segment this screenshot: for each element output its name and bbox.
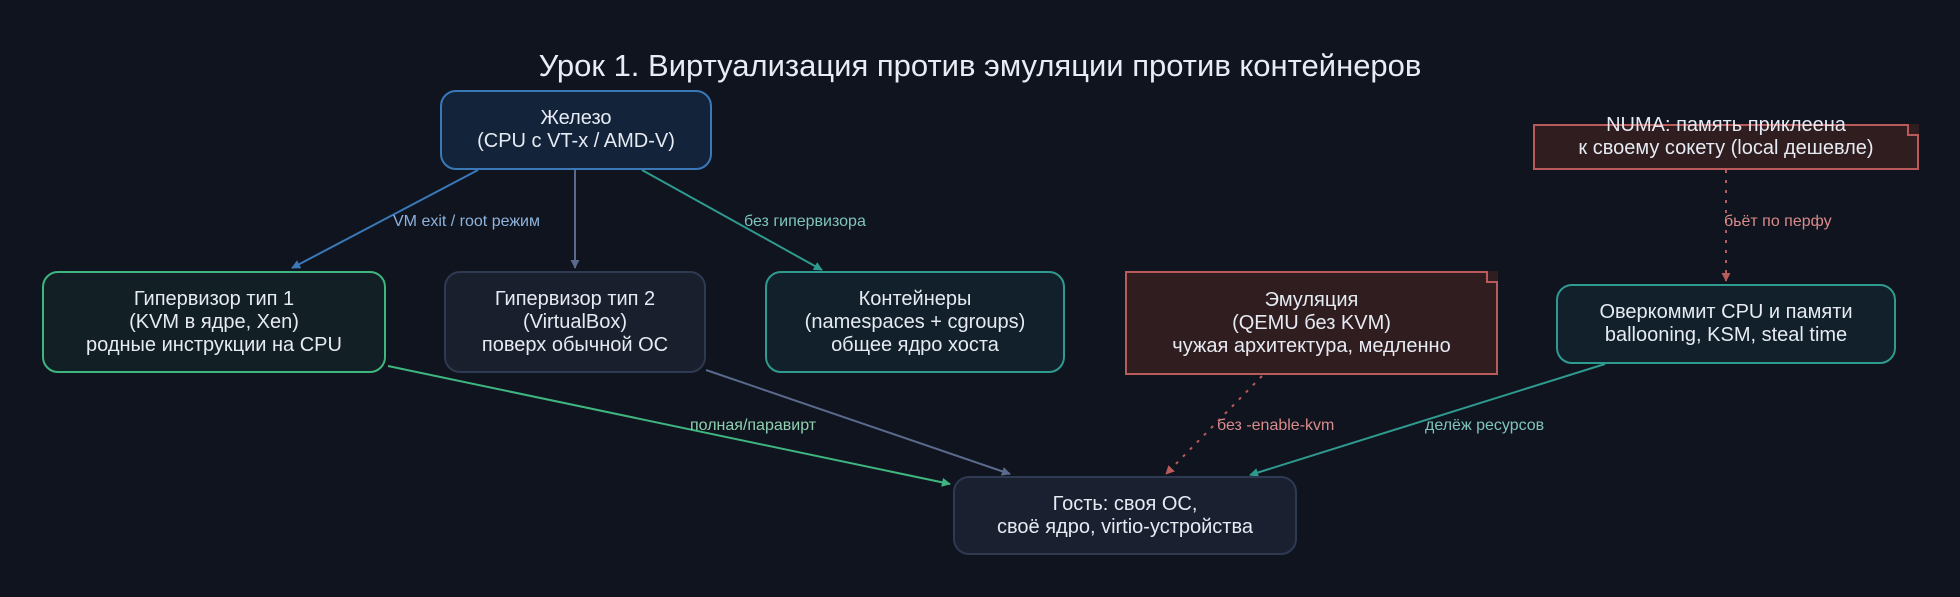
edge-label-no-kvm: без -enable-kvm: [1217, 417, 1335, 434]
node-overcommit: Оверкоммит CPU и памяти ballooning, KSM,…: [1556, 284, 1896, 364]
edge-label-vm-exit: VM exit / root режим: [393, 213, 540, 230]
diagram-title: Урок 1. Виртуализация против эмуляции пр…: [538, 48, 1422, 83]
note-numa-line: к своему сокету (local дешевле): [1578, 137, 1874, 159]
node-overcommit-line: Оверкоммит CPU и памяти: [1599, 301, 1853, 323]
note-emulation-line: чужая архитектура, медленно: [1172, 334, 1451, 357]
node-hypervisor-type1-line: (KVM в ядре, Xen): [129, 310, 299, 333]
note-emulation-line: Эмуляция: [1264, 288, 1359, 311]
node-guest: Гость: своя ОС, своё ядро, virtio-устрой…: [953, 476, 1297, 555]
node-hypervisor-type1-line: родные инструкции на CPU: [86, 333, 342, 356]
node-hardware-line: Железо: [540, 107, 612, 129]
edge-emulation-to-guest: [1165, 375, 1263, 475]
node-hardware-line: (CPU с VT-x / AMD-V): [477, 130, 675, 152]
node-hypervisor-type2-line: Гипервизор тип 2: [494, 287, 656, 310]
node-hypervisor-type1-line: Гипервизор тип 1: [133, 287, 295, 310]
edge-overcommit-to-guest: [1249, 363, 1606, 477]
node-containers-line: (namespaces + cgroups): [804, 310, 1026, 333]
node-hypervisor-type2-line: (VirtualBox): [522, 310, 628, 333]
edge-label-perf-hit: бьёт по перфу: [1724, 213, 1832, 230]
node-containers-line: Контейнеры: [858, 287, 972, 310]
note-emulation: Эмуляция (QEMU без KVM) чужая архитектур…: [1125, 271, 1498, 375]
edge-hyp1-to-guest: [387, 365, 951, 487]
edge-label-no-hypervisor: без гипервизора: [744, 213, 866, 230]
node-guest-line: Гость: своя ОС,: [1052, 492, 1198, 515]
node-hardware: Железо (CPU с VT-x / AMD-V): [440, 90, 712, 170]
node-containers: Контейнеры (namespaces + cgroups) общее …: [765, 271, 1065, 373]
node-overcommit-line: ballooning, KSM, steal time: [1604, 324, 1848, 346]
edge-label-resource-split: делёж ресурсов: [1425, 417, 1545, 434]
node-guest-line: своё ядро, virtio-устройства: [997, 515, 1253, 538]
node-containers-line: общее ядро хоста: [831, 333, 999, 356]
note-numa-text: NUMA: память приклеена к своему сокету (…: [1533, 104, 1919, 170]
edge-hardware-to-containers: [641, 169, 823, 271]
note-numa-line: NUMA: память приклеена: [1606, 114, 1846, 136]
edge-hyp2-to-guest: [705, 369, 1011, 476]
note-emulation-line: (QEMU без KVM): [1232, 311, 1391, 334]
node-hypervisor-type1: Гипервизор тип 1 (KVM в ядре, Xen) родны…: [42, 271, 386, 373]
note-numa: [1533, 124, 1919, 170]
edge-label-full-paravirt: полная/паравирт: [690, 417, 817, 434]
node-hypervisor-type2: Гипервизор тип 2 (VirtualBox) поверх обы…: [444, 271, 706, 373]
edge-hardware-to-hyp1: [291, 169, 479, 269]
node-hypervisor-type2-line: поверх обычной ОС: [481, 333, 669, 356]
